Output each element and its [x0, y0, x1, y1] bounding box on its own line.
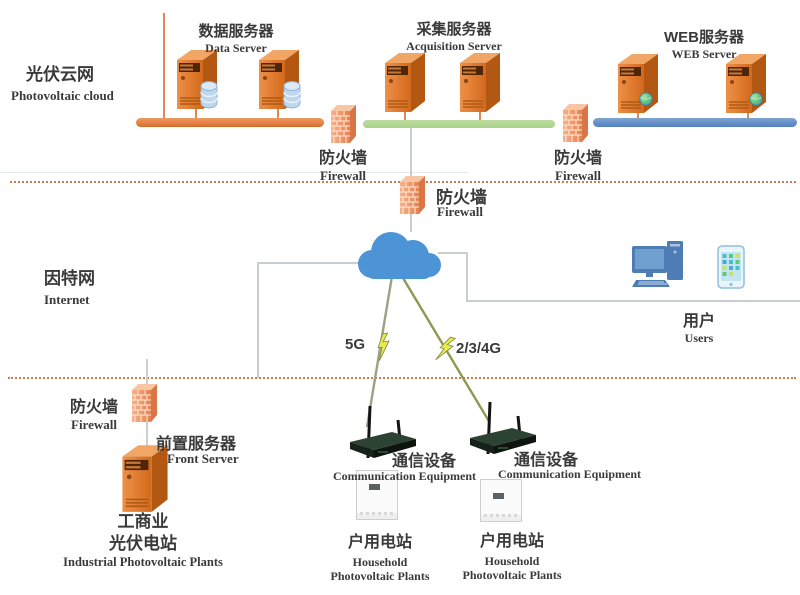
acquisition-server-label: 采集服务器 Acquisition Server — [394, 18, 514, 54]
household-plants-label-en1: Household — [352, 555, 408, 569]
firewall-icon — [131, 383, 158, 423]
firewall-to-cloud-line — [410, 212, 412, 232]
globe-icon — [749, 92, 763, 106]
industrial-plants-label-zh2: 光伏电站 — [109, 534, 177, 553]
lan-bus-acquisition — [363, 120, 555, 128]
firewall-label: 防火墙 Firewall — [538, 144, 618, 184]
firewall-label-en: Firewall — [320, 168, 366, 183]
link-label-234g: 2/3/4G — [456, 340, 502, 357]
section-divider-bottom — [8, 377, 796, 379]
server-stub — [404, 106, 406, 122]
section-label-pv-cloud-zh: 光伏云网 — [26, 65, 94, 84]
bus-to-firewall-line — [410, 128, 412, 176]
users-label-zh: 用户 — [682, 313, 715, 330]
cloud-left-path-v — [257, 262, 259, 378]
firewall-label-zh: 防火墙 — [318, 150, 367, 167]
server-stub — [277, 104, 279, 120]
firewall-label-zh: 防火墙 — [553, 150, 602, 167]
server-stub — [637, 108, 639, 120]
server-stub — [479, 106, 481, 122]
web-server-label: WEB服务器 WEB Server — [644, 26, 764, 62]
section-label-internet-zh: 因特网 — [44, 269, 95, 288]
database-cylinder-icon — [200, 80, 218, 109]
household-inverter-unit — [480, 479, 522, 522]
firewall-label-en: Firewall — [555, 168, 601, 183]
acquisition-server-label-zh: 采集服务器 — [416, 21, 492, 38]
top-left-connector — [163, 13, 165, 119]
household-plants-label-en1: Household — [484, 554, 540, 568]
firewall-label-zh: 防火墙 — [69, 399, 118, 416]
cloud-right-path-v — [466, 252, 468, 302]
server-stub — [195, 104, 197, 120]
firewall-top-line — [146, 359, 148, 385]
firewall-label-zh: 防火墙 — [436, 188, 487, 207]
firewall-icon — [399, 175, 426, 215]
firewall-to-frontserver-line — [146, 420, 148, 448]
cloud-right-path-h1 — [438, 252, 468, 254]
household-plants-label: 户用电站 Household Photovoltaic Plants — [457, 530, 567, 582]
communication-equipment-label-zh: 通信设备 — [392, 453, 457, 470]
data-server-label-zh: 数据服务器 — [198, 23, 274, 40]
lan-bus-web — [593, 118, 797, 127]
front-server-label-en: Front Server — [167, 451, 239, 466]
firewall-icon — [562, 103, 589, 143]
household-inverter-unit — [356, 470, 398, 520]
link-label-5g: 5G — [345, 336, 366, 353]
data-server-label: 数据服务器 Data Server — [176, 20, 296, 56]
firewall-label-en: Firewall — [71, 417, 117, 432]
internet-cloud-icon — [358, 232, 441, 279]
smartphone-icon — [717, 245, 745, 289]
users-baseline — [466, 300, 800, 302]
section-label-internet-en: Internet — [44, 292, 90, 307]
globe-icon — [639, 92, 653, 106]
lan-bus-data — [136, 118, 324, 127]
section-edge-line — [0, 172, 468, 173]
industrial-plants-label-en: Industrial Photovoltaic Plants — [63, 555, 223, 569]
firewall-label: 防火墙 Firewall — [303, 144, 383, 184]
communication-equipment-label-en: Communication Equipment — [498, 467, 642, 481]
acquisition-server-label-en: Acquisition Server — [406, 39, 502, 53]
users-label: 用户 Users — [659, 307, 739, 346]
web-server-label-zh: WEB服务器 — [664, 29, 744, 46]
household-plants-label: 户用电站 Household Photovoltaic Plants — [325, 531, 435, 583]
users-label-en: Users — [684, 331, 714, 345]
communication-equipment-label-en: Communication Equipment — [333, 469, 477, 483]
data-server-label-en: Data Server — [205, 41, 267, 55]
database-cylinder-icon — [283, 80, 301, 109]
front-server-label-zh: 前置服务器 — [156, 436, 237, 453]
web-server-label-en: WEB Server — [671, 47, 737, 61]
desktop-computer-icon — [632, 240, 684, 288]
wireless-links — [365, 275, 492, 428]
section-label-pv-cloud-en: Photovoltaic cloud — [11, 88, 114, 103]
industrial-plants-label-zh1: 工商业 — [117, 512, 169, 531]
household-plants-label-en2: Photovoltaic Plants — [330, 569, 430, 583]
firewall-label: 防火墙 Firewall — [54, 393, 134, 433]
industrial-plants-label: 工商业 光伏电站 Industrial Photovoltaic Plants — [33, 511, 253, 570]
communication-equipment-label-zh: 通信设备 — [514, 452, 579, 469]
household-plants-label-zh: 户用电站 — [479, 533, 544, 550]
firewall-icon — [330, 104, 357, 144]
household-plants-label-en2: Photovoltaic Plants — [462, 568, 562, 582]
acquisition-server-icon — [384, 52, 426, 113]
cloud-left-path-h — [257, 262, 359, 264]
firewall-label-en: Firewall — [437, 204, 483, 219]
household-plants-label-zh: 户用电站 — [347, 534, 412, 551]
acquisition-server-icon — [459, 52, 501, 113]
server-stub — [747, 108, 749, 120]
